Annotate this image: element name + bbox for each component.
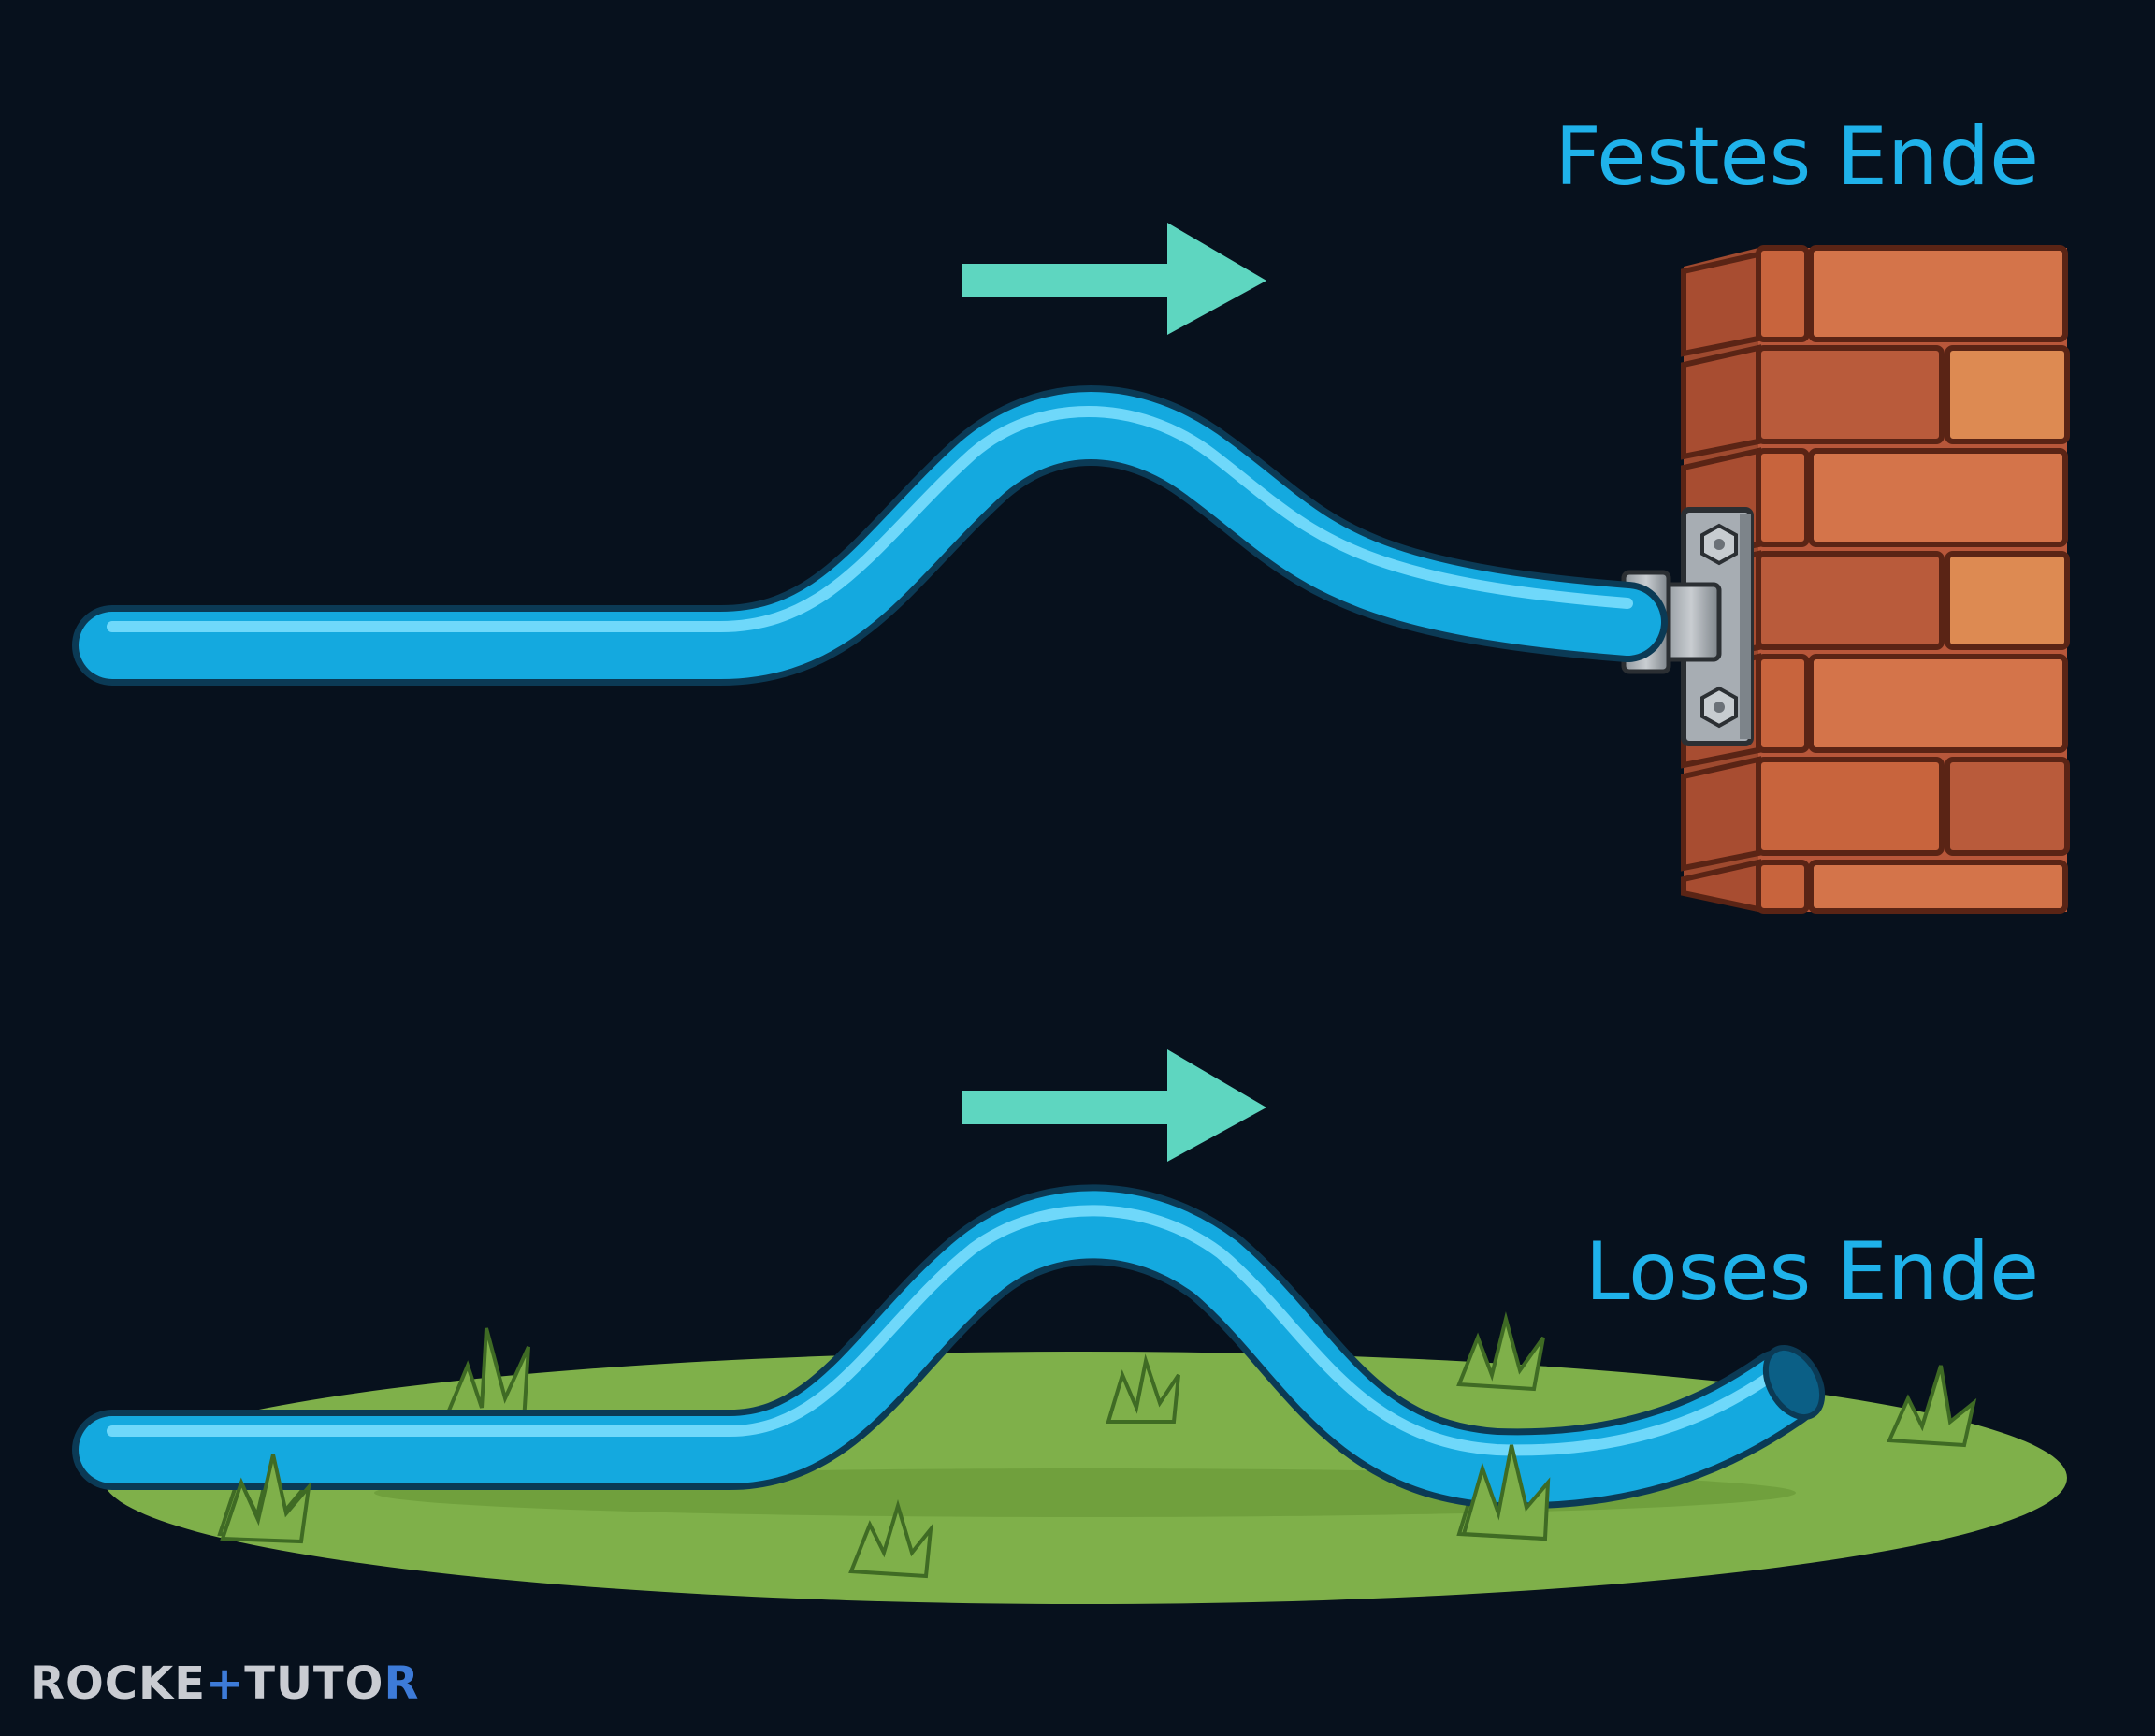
- hose-opening: [1762, 1345, 1826, 1420]
- hose-loose-end: [72, 1184, 1826, 1510]
- wall-bracket: [1621, 507, 1754, 746]
- brand-logo: ROCKE+TUTOR: [30, 1657, 419, 1710]
- brick-wall: [1681, 245, 2070, 914]
- logo-part-2: TUTO: [244, 1657, 384, 1710]
- bolt-icon: [1700, 686, 1738, 729]
- bolt-icon: [1700, 523, 1738, 566]
- logo-mark-2: R: [383, 1657, 420, 1710]
- direction-arrow-bottom: [962, 1049, 1266, 1162]
- hose-fixed-end: [72, 385, 1668, 686]
- logo-mark-1: +: [205, 1657, 245, 1710]
- direction-arrow-top: [962, 223, 1266, 335]
- grass-tuft-icon: [220, 1444, 1551, 1544]
- logo-part-1: ROCKE: [30, 1657, 206, 1710]
- label-loose-end: Loses Ende: [1584, 1225, 2039, 1319]
- label-fixed-end: Festes Ende: [1555, 110, 2039, 204]
